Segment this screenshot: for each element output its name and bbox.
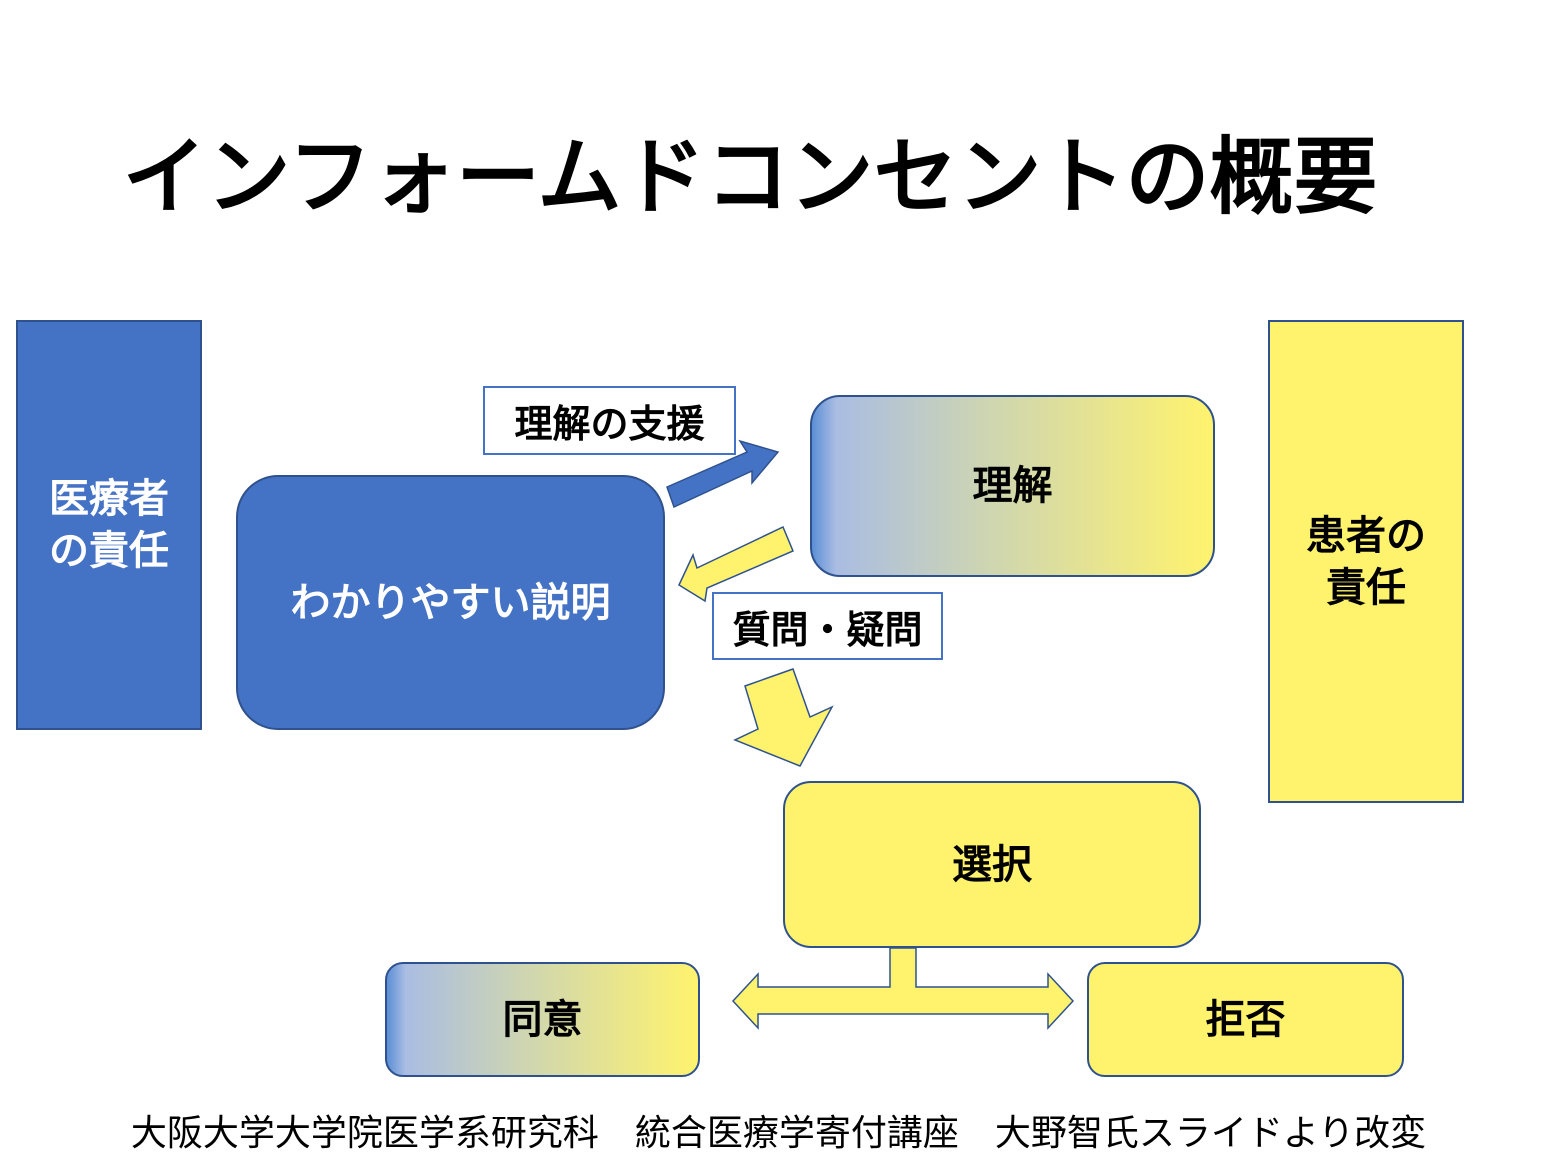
footer-credit: 大阪大学大学院医学系研究科 統合医療学寄付講座 大野智氏スライドより改変 <box>130 1113 1427 1154</box>
explanation-box: わかりやすい説明 <box>236 475 665 730</box>
understanding-box: 理解 <box>810 395 1215 577</box>
left-bar-line2: の責任 <box>49 528 169 574</box>
slide-title: インフォームドコンセントの概要 <box>122 127 1378 226</box>
right-bar-line2: 責任 <box>1326 564 1406 611</box>
questions-label: 質問・疑問 <box>712 592 943 660</box>
patient-responsibility: 患者の 責任 <box>1268 320 1464 803</box>
consent-refusal-double-arrow <box>731 947 1075 1030</box>
support-label: 理解の支援 <box>483 386 736 455</box>
question-arrow <box>678 525 794 603</box>
left-bar-line1: 医療者 <box>49 476 169 522</box>
refusal-box: 拒否 <box>1087 962 1404 1077</box>
down-arrow <box>733 668 834 767</box>
consent-box: 同意 <box>385 962 700 1077</box>
choice-box: 選択 <box>783 781 1201 948</box>
right-bar-line1: 患者の <box>1306 512 1426 559</box>
support-arrow <box>666 439 780 509</box>
healthcare-provider-responsibility: 医療者 の責任 <box>16 320 202 730</box>
